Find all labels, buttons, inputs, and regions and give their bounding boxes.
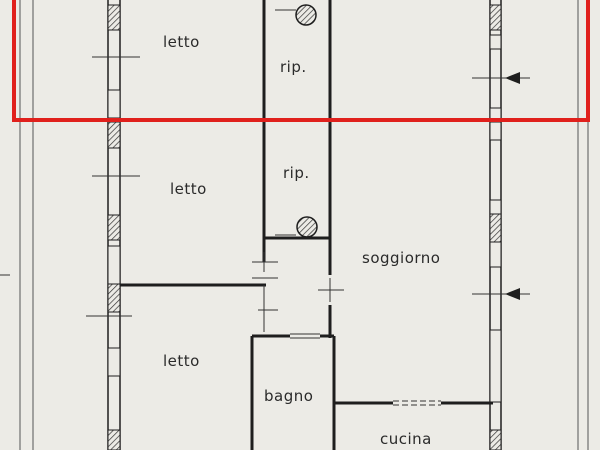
room-label-soggiorno: soggiorno: [362, 249, 441, 267]
left-window-ticks: [86, 56, 140, 317]
room-label-rip-mid: rip.: [283, 164, 310, 182]
room-label-letto-bottom: letto: [163, 352, 200, 370]
shaft-bottom: [296, 216, 318, 238]
section-arrows: [505, 72, 520, 300]
room-label-bagno: bagno: [264, 387, 314, 405]
door-lines: [290, 333, 441, 406]
shaft-top: [295, 4, 317, 26]
room-label-rip-top: rip.: [280, 58, 307, 76]
door-ticks: [252, 9, 344, 332]
room-label-cucina: cucina: [380, 430, 432, 448]
room-label-letto-mid: letto: [170, 180, 207, 198]
right-wall-piers: [489, 4, 502, 450]
highlight-frame: [12, 0, 590, 122]
room-label-letto-top: letto: [163, 33, 200, 51]
right-window-ticks: [472, 77, 530, 295]
door-gaps: [290, 333, 441, 406]
